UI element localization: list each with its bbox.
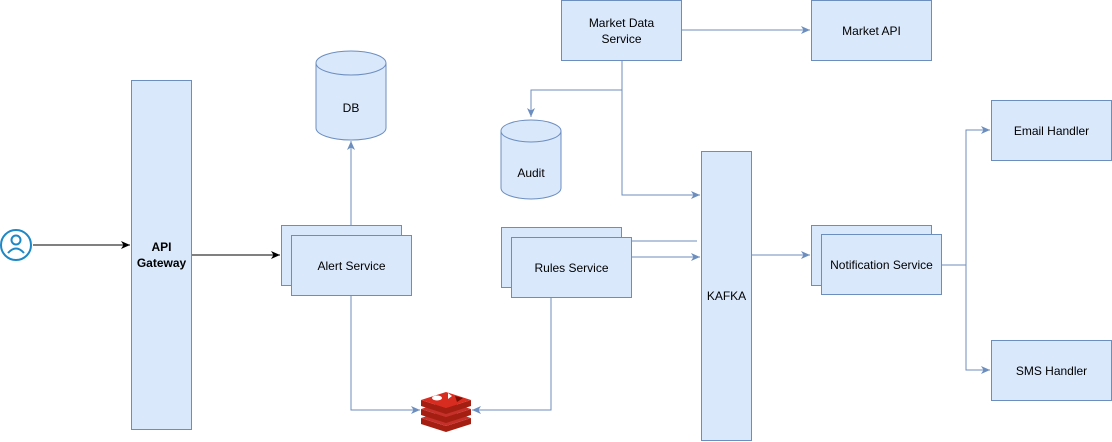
- notification-service-node[interactable]: Notification Service: [821, 234, 942, 295]
- market-api-label: Market API: [842, 23, 901, 38]
- email-handler-node[interactable]: Email Handler: [991, 100, 1112, 161]
- edge-notification-to-email: [941, 126, 990, 266]
- notification-service-label: Notification Service: [830, 257, 933, 272]
- audit-label: Audit: [517, 166, 545, 180]
- user-icon: [0, 229, 32, 261]
- kafka-label: KAFKA: [706, 289, 747, 303]
- rules-service-label: Rules Service: [534, 260, 609, 275]
- redis-cache-icon: [421, 392, 471, 432]
- alert-service-label: Alert Service: [317, 258, 386, 273]
- market-data-service-label: Market Data Service: [588, 15, 655, 46]
- db-label: DB: [342, 101, 360, 115]
- market-data-service-node[interactable]: Market Data Service: [561, 0, 682, 61]
- db-cylinder: [315, 50, 387, 141]
- edge-marketdata-to-audit: [527, 61, 623, 117]
- rules-service-node[interactable]: Rules Service: [511, 237, 632, 298]
- sms-handler-label: SMS Handler: [1015, 363, 1088, 378]
- kafka-node[interactable]: KAFKA: [701, 151, 752, 441]
- market-api-node[interactable]: Market API: [811, 0, 932, 61]
- audit-cylinder: [500, 119, 562, 200]
- edge-alert-to-cache: [350, 296, 420, 414]
- email-handler-label: Email Handler: [1013, 123, 1090, 138]
- api-gateway-node[interactable]: API Gateway: [131, 80, 192, 430]
- edge-marketdata-to-kafka: [621, 90, 700, 199]
- api-gateway-label: API Gateway: [136, 240, 187, 270]
- edge-rules-to-cache: [472, 298, 552, 414]
- sms-handler-node[interactable]: SMS Handler: [991, 340, 1112, 401]
- alert-service-node[interactable]: Alert Service: [291, 235, 412, 296]
- edge-notification-to-sms: [965, 265, 990, 374]
